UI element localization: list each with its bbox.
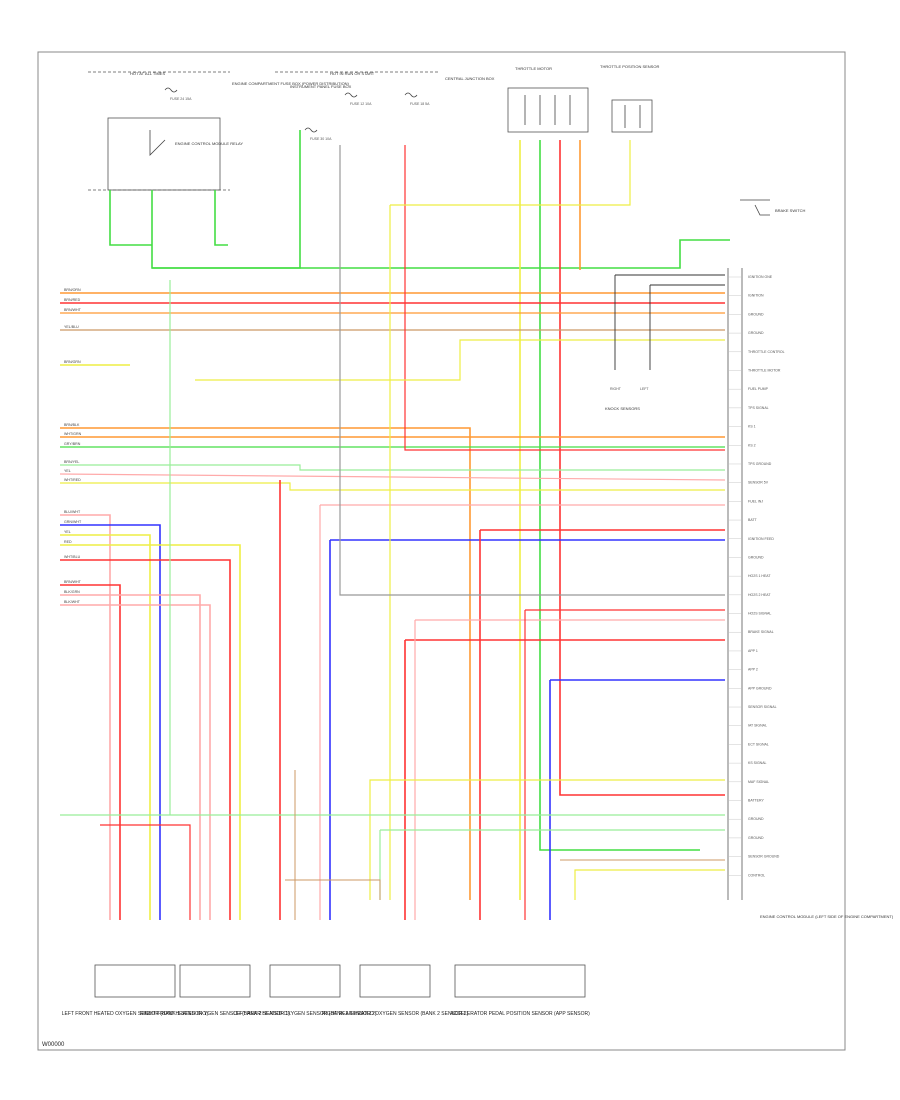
- ecm-pin-label: SENSOR 5V: [748, 481, 769, 485]
- wire-color-label: WHT/BLU: [64, 555, 81, 559]
- bottom-label-2: RIGHT FRONT HEATED OXYGEN SENSOR (BANK 2…: [140, 1011, 290, 1017]
- tps-connector: [611, 99, 653, 133]
- ecm-pin-label: GROUND: [748, 312, 764, 316]
- ecm-pin-label: KS 1: [748, 425, 756, 429]
- ecm-pin-label: ECT SIGNAL: [748, 742, 769, 746]
- ecm-connector: ENGINE CONTROL MODULE (LEFT SIDE OF ENGI…: [727, 268, 894, 919]
- ecm-pin-label: HO2S 1 HEAT: [748, 574, 771, 578]
- ecm-pin-label: BRAKE SIGNAL: [748, 630, 774, 634]
- ecm-pin-label: SENSOR GROUND: [748, 855, 780, 859]
- fuse-label-b: FUSE 12 10A: [350, 102, 372, 106]
- diagram-frame: [37, 51, 846, 1051]
- ecm-pin-label: GROUND: [748, 817, 764, 821]
- ecm-pin-label: APP GROUND: [748, 686, 772, 690]
- wire-color-label: BLU/WHT: [64, 510, 81, 514]
- wire-color-label: GRY/BRN: [64, 442, 81, 446]
- wires: [59, 130, 730, 920]
- knock-sensors-label: KNOCK SENSORS: [605, 406, 640, 411]
- wire-color-label: YEL/BLU: [64, 325, 79, 329]
- bottom-label-1: LEFT FRONT HEATED OXYGEN SENSOR (BANK 1 …: [62, 1011, 209, 1017]
- engine-ecu-relay-label: ENGINE CONTROL MODULE RELAY: [175, 141, 243, 146]
- figure-id: W00000: [42, 1042, 65, 1048]
- sensor-box-5: [454, 964, 586, 998]
- ecm-pin-label: CONTROL: [748, 873, 765, 877]
- ecm-pin-label: FUEL INJ: [748, 499, 763, 503]
- ecm-pin-label: IGNITION ONE: [748, 275, 773, 279]
- bottom-label-3: LEFT REAR HEATED OXYGEN SENSOR (BANK 1 S…: [233, 1011, 377, 1017]
- left-wire-labels: BRN/ORN BRN/RED BRN/WHT YEL/BLU BRN/GRN BRN/B…: [64, 288, 82, 604]
- hot-run-start-label: HOT IN RUN OR START: [330, 71, 375, 76]
- engine-compartment-fuse-box-label: ENGINE COMPARTMENT FUSE BOX (POWER DISTR…: [232, 81, 350, 86]
- ecm-pin-label: GROUND: [748, 555, 764, 559]
- ecm-pin-label: BATTERY: [748, 799, 764, 803]
- wire-color-label: BRN/YEL: [64, 460, 79, 464]
- wire-color-label: RED: [64, 540, 72, 544]
- ecm-pin-label: TPS SIGNAL: [748, 406, 769, 410]
- central-junction-label: CENTRAL JUNCTION BOX: [445, 76, 495, 81]
- ecm-pin-label: KS 2: [748, 443, 756, 447]
- wire-color-label: BRN/ORN: [64, 288, 81, 292]
- bottom-label-4: RIGHT REAR HEATED OXYGEN SENSOR (BANK 2 …: [322, 1011, 469, 1017]
- tps-label: THROTTLE POSITION SENSOR: [600, 64, 659, 69]
- top-section: HOT AT ALL TIMES HOT IN RUN OR START ENG…: [88, 64, 806, 216]
- ecm-pin-label: GROUND: [748, 331, 764, 335]
- wire-color-label: BRN/WHT: [64, 580, 82, 584]
- ecm-pin-label: THROTTLE MOTOR: [748, 368, 781, 372]
- throttle-motor-connector: [507, 87, 589, 133]
- ecm-pin-label: HO2S SIGNAL: [748, 612, 771, 616]
- ecm-pin-label: THROTTLE CONTROL: [748, 350, 785, 354]
- ecm-label: ENGINE CONTROL MODULE (LEFT SIDE OF ENGI…: [760, 914, 894, 919]
- sensor-box-2: [179, 964, 251, 998]
- ecm-pin-label: IAT SIGNAL: [748, 724, 767, 728]
- wire-color-label: BRN/BLK: [64, 423, 80, 427]
- wire-color-label: YEL: [64, 469, 71, 473]
- ecm-pin-label: HO2S 2 HEAT: [748, 593, 771, 597]
- ecm-pin-label: TPS GROUND: [748, 462, 772, 466]
- wire-color-label: BLK/GRN: [64, 590, 80, 594]
- ecm-pin-label: BATT: [748, 518, 758, 522]
- knock-sensors: KNOCK SENSORS RIGHT LEFT: [605, 387, 649, 411]
- knock-right-label: RIGHT: [610, 387, 622, 391]
- instrument-fuse-box-label: INSTRUMENT PANEL FUSE BOX: [290, 84, 352, 89]
- ecm-pin-labels: IGNITION ONE IGNITION GROUND GROUND THROTTLE…: [728, 275, 785, 877]
- wire-color-label: BRN/GRN: [64, 360, 81, 364]
- ecm-pin-label: SENSOR SIGNAL: [748, 705, 777, 709]
- wire-color-label: YEL: [64, 530, 71, 534]
- engine-ecu-relay-box: [107, 117, 221, 191]
- wire-color-label: BLK/WHT: [64, 600, 81, 604]
- fuse-label-d: FUSE 30 10A: [310, 137, 332, 141]
- wire-color-label: GRN/WHT: [64, 520, 82, 524]
- ecm-pin-label: IGNITION: [748, 294, 764, 298]
- bottom-sensors: LEFT FRONT HEATED OXYGEN SENSOR (BANK 1 …: [62, 964, 590, 1017]
- ecm-pin-label: APP 2: [748, 668, 758, 672]
- bottom-label-5: ACCELERATOR PEDAL POSITION SENSOR (APP S…: [450, 1011, 590, 1017]
- sensor-box-4: [359, 964, 431, 998]
- wire-color-label: BRN/WHT: [64, 308, 82, 312]
- hot-at-all-times-label: HOT AT ALL TIMES: [130, 71, 165, 76]
- sensor-box-3: [269, 964, 341, 998]
- sensor-box-1: [94, 964, 176, 998]
- wire-color-label: WHT/RED: [64, 478, 81, 482]
- ecm-pin-label: APP 1: [748, 649, 758, 653]
- brake-switch-label: BRAKE SWITCH: [775, 208, 806, 213]
- knock-left-label: LEFT: [640, 387, 649, 391]
- wire-color-label: WHT/GRN: [64, 432, 82, 436]
- fuse-label-c: FUSE 18 5A: [410, 102, 430, 106]
- ecm-pin-label: GROUND: [748, 836, 764, 840]
- ecm-pin-label: KS SIGNAL: [748, 761, 767, 765]
- fuse-label-a: FUSE 24 15A: [170, 97, 192, 101]
- wire-color-label: BRN/RED: [64, 298, 81, 302]
- ecm-pin-label: IGNITION FEED: [748, 537, 774, 541]
- ecm-pin-label: FUEL PUMP: [748, 387, 769, 391]
- throttle-motor-label: THROTTLE MOTOR: [515, 66, 552, 71]
- fuse-symbols: FUSE 24 15A FUSE 12 10A FUSE 18 5A FUSE …: [164, 87, 430, 141]
- ecm-pin-label: MAF SIGNAL: [748, 780, 769, 784]
